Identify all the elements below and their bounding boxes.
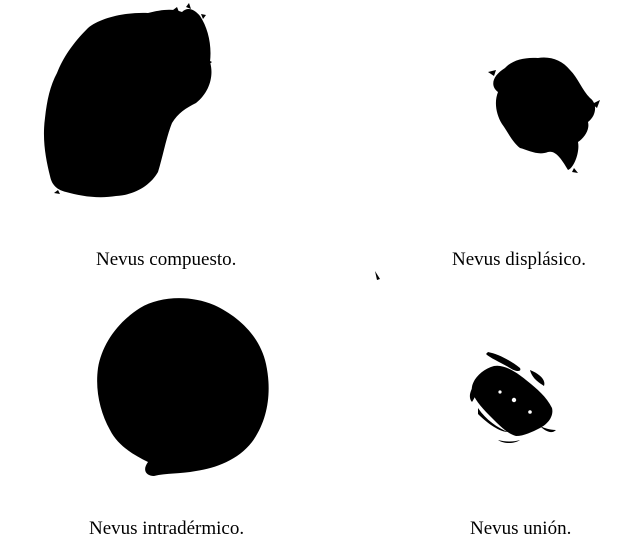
caption-nevus-union: Nevus unión. bbox=[470, 518, 572, 539]
nevus-compuesto-silhouette bbox=[43, 3, 212, 198]
nevus-displasico-silhouette bbox=[488, 57, 600, 173]
caption-nevus-displasico: Nevus displásico. bbox=[452, 249, 587, 270]
stray-mark bbox=[375, 271, 380, 280]
caption-nevus-intradermico: Nevus intradérmico. bbox=[89, 518, 245, 539]
nevus-union-silhouette bbox=[469, 352, 556, 443]
caption-nevus-compuesto: Nevus compuesto. bbox=[96, 249, 237, 270]
nevus-intradermico-silhouette bbox=[97, 298, 269, 476]
